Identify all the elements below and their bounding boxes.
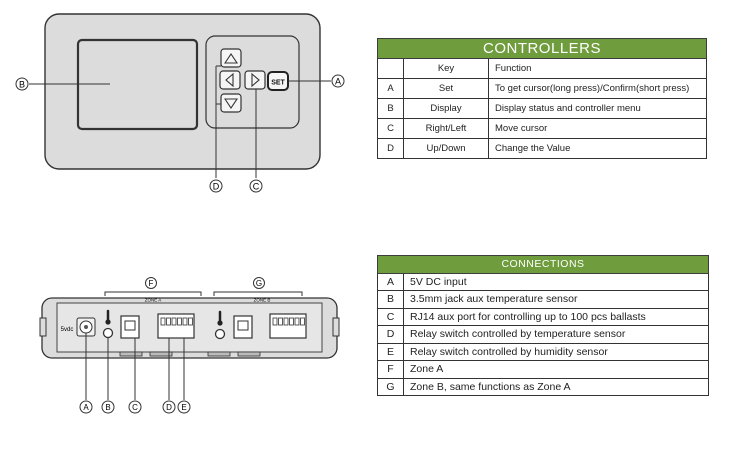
row-key: Right/Left: [403, 118, 489, 139]
row-id: F: [377, 360, 404, 379]
down-arrow-icon: [223, 98, 239, 109]
zone-a-label: ZONE A: [145, 298, 162, 303]
rear-callout-c: C: [132, 403, 138, 412]
row-key: Display: [403, 98, 489, 119]
right-arrow-icon: [251, 72, 260, 88]
row-description: Zone A: [403, 360, 709, 379]
terminal-pin: [289, 317, 294, 326]
table-row: A Set To get cursor(long press)/Confirm(…: [377, 78, 707, 99]
terminal-pin: [188, 317, 193, 326]
right-button[interactable]: [244, 70, 266, 90]
callout-b: B: [19, 80, 25, 90]
table-row: D Up/Down Change the Value: [377, 138, 707, 159]
row-description: 3.5mm jack aux temperature sensor: [403, 290, 709, 309]
row-id: E: [377, 342, 404, 361]
rear-callout-b: B: [105, 403, 110, 412]
row-function: Change the Value: [488, 138, 707, 159]
set-button-label: SET: [271, 80, 285, 87]
row-description: Relay switch controlled by humidity sens…: [403, 342, 709, 361]
terminal-pin: [171, 317, 177, 326]
terminal-pin: [283, 317, 289, 326]
rear-panel: F G ZONE A ZONE B 5vdc: [39, 277, 340, 414]
table-row: E Relay switch controlled by humidity se…: [377, 342, 709, 361]
row-description: Relay switch controlled by temperature s…: [403, 325, 709, 344]
terminal-pin: [160, 317, 166, 326]
row-key: Up/Down: [403, 138, 489, 159]
row-key: Set: [403, 78, 489, 99]
terminal-pin: [182, 317, 188, 326]
zone-b-label: ZONE B: [254, 298, 271, 303]
row-id: G: [377, 377, 404, 396]
table-row: C Right/Left Move cursor: [377, 118, 707, 139]
controllers-header-row: CONTROLLERS: [377, 38, 707, 59]
callout-d: D: [213, 182, 220, 192]
aux-jack-zone-b[interactable]: [214, 328, 226, 340]
aux-jack-zone-a[interactable]: [102, 327, 114, 339]
left-arrow-icon: [225, 72, 234, 88]
row-id: C: [377, 118, 404, 139]
row-id: A: [377, 272, 404, 291]
down-button[interactable]: [220, 93, 242, 113]
table-row: D Relay switch controlled by temperature…: [377, 325, 709, 344]
row-function: Display status and controller menu: [488, 98, 707, 119]
terminal-pin: [294, 317, 300, 326]
connections-title: CONNECTIONS: [377, 255, 709, 274]
up-arrow-icon: [223, 53, 239, 64]
controllers-table: CONTROLLERS Key Function A Set To get cu…: [377, 38, 707, 159]
rear-callout-d: D: [166, 403, 172, 412]
terminal-pin: [166, 317, 171, 326]
terminal-pin: [278, 317, 283, 326]
table-row: B Display Display status and controller …: [377, 98, 707, 119]
row-id: D: [377, 325, 404, 344]
terminal-pin: [300, 317, 305, 326]
table-row: C RJ14 aux port for controlling up to 10…: [377, 307, 709, 326]
table-row: B 3.5mm jack aux temperature sensor: [377, 290, 709, 309]
table-row: A 5V DC input: [377, 272, 709, 291]
row-function: Move cursor: [488, 118, 707, 139]
column-key: Key: [403, 58, 489, 79]
row-id: B: [377, 98, 404, 119]
terminal-pin: [272, 317, 278, 326]
row-id: D: [377, 138, 404, 159]
left-button[interactable]: [219, 70, 241, 90]
table-row: F Zone A: [377, 360, 709, 379]
row-function: To get cursor(long press)/Confirm(short …: [488, 78, 707, 99]
controllers-column-row: Key Function: [377, 58, 707, 79]
callout-a: A: [335, 77, 341, 87]
row-id: C: [377, 307, 404, 326]
rear-callout-a: A: [83, 403, 89, 412]
connections-table: CONNECTIONS A 5V DC input B 3.5mm jack a…: [377, 255, 709, 396]
table-row: G Zone B, same functions as Zone A: [377, 377, 709, 396]
power-label: 5vdc: [61, 327, 74, 333]
row-description: RJ14 aux port for controlling up to 100 …: [403, 307, 709, 326]
row-id: B: [377, 290, 404, 309]
terminal-pin: [177, 317, 182, 326]
column-function: Function: [488, 58, 707, 79]
rear-callout-e: E: [181, 403, 186, 412]
front-panel: SET B A D C: [15, 13, 345, 193]
controllers-title: CONTROLLERS: [377, 38, 707, 59]
row-description: Zone B, same functions as Zone A: [403, 377, 709, 396]
callout-g: G: [256, 279, 262, 288]
connections-header-row: CONNECTIONS: [377, 255, 709, 274]
callout-f: F: [149, 279, 154, 288]
row-id: A: [377, 78, 404, 99]
up-button[interactable]: [220, 48, 242, 68]
callout-c: C: [253, 182, 260, 192]
row-description: 5V DC input: [403, 272, 709, 291]
